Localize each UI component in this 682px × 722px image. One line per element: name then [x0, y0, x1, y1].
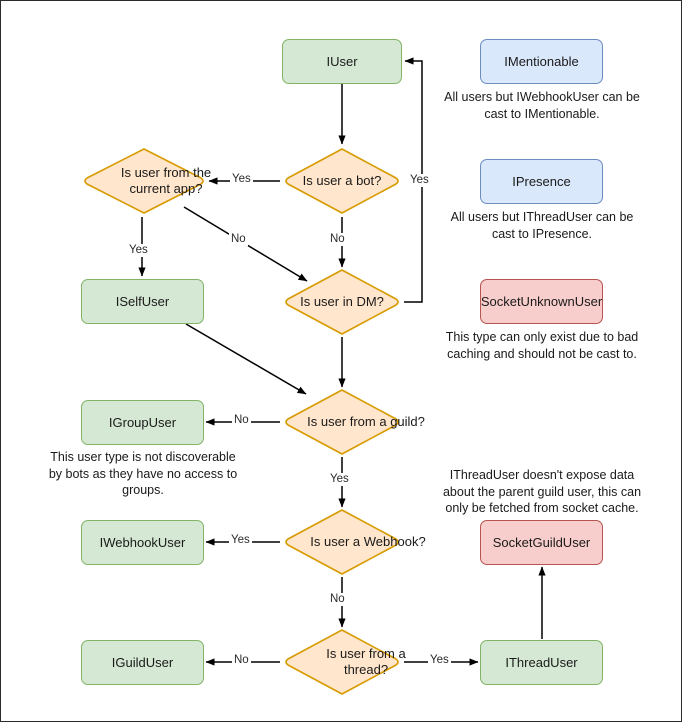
node-iguilduser[interactable]: IGuildUser	[81, 640, 204, 685]
node-imentionable[interactable]: IMentionable	[480, 39, 603, 84]
note-imentionable: All users but IWebhookUser can be cast t…	[444, 90, 640, 121]
edge-label-webhook-no: No	[328, 593, 347, 606]
edge-label-webhook-yes: Yes	[229, 534, 252, 547]
note-ipresence: All users but IThreadUser can be cast to…	[450, 210, 634, 241]
node-igroupuser[interactable]: IGroupUser	[81, 400, 204, 445]
node-ipresence-label: IPresence	[512, 173, 571, 189]
diamond-shape-is-user-a-bot	[285, 148, 399, 214]
node-iuser[interactable]: IUser	[282, 39, 402, 84]
node-ithreaduser[interactable]: IThreadUser	[480, 640, 603, 685]
node-is-user-in-dm[interactable]: Is user in DM?	[282, 267, 402, 337]
note-socketunknownuser: This type can only exist due to bad cach…	[445, 330, 639, 361]
node-is-user-from-guild[interactable]: Is user from a guild?	[282, 387, 425, 457]
note-socketguilduser: IThreadUser doesn't expose data about th…	[442, 468, 642, 516]
edge-label-thread-yes: Yes	[428, 654, 451, 667]
node-iwebhookuser[interactable]: IWebhookUser	[81, 520, 204, 565]
edge-iselfuser-to-isguild	[185, 323, 307, 395]
edge-label-currentapp-yes: Yes	[127, 244, 150, 257]
edge-label-thread-no: No	[232, 654, 251, 667]
diamond-shape-is-user-a-webhook	[285, 509, 399, 575]
diamond-shape-is-user-from-guild	[285, 389, 399, 455]
node-socketunknownuser[interactable]: SocketUnknownUser	[480, 279, 603, 324]
node-iselfuser-label: ISelfUser	[115, 293, 170, 309]
node-is-user-a-bot[interactable]: Is user a bot?	[282, 146, 402, 216]
node-igroupuser-label: IGroupUser	[108, 414, 177, 430]
edge-label-currentapp-no: No	[229, 233, 248, 246]
edge-label-dm-yes: Yes	[408, 174, 431, 187]
note-igroupuser: This user type is not discoverable by bo…	[48, 450, 238, 498]
node-imentionable-label: IMentionable	[504, 53, 579, 69]
node-iguilduser-label: IGuildUser	[111, 654, 174, 670]
node-socketguilduser[interactable]: SocketGuildUser	[480, 520, 603, 565]
node-iselfuser[interactable]: ISelfUser	[81, 279, 204, 324]
node-socketguilduser-label: SocketGuildUser	[492, 534, 591, 550]
edge-label-bot-yes: Yes	[230, 173, 253, 186]
node-ipresence[interactable]: IPresence	[480, 159, 603, 204]
diamond-shape-is-user-from-current-app	[84, 148, 204, 214]
edge-label-guild-no: No	[232, 414, 251, 427]
diamond-shape-is-user-in-dm	[285, 269, 399, 335]
node-is-user-from-thread[interactable]: Is user from a thread?	[282, 627, 406, 697]
node-is-user-a-webhook[interactable]: Is user a Webhook?	[282, 507, 426, 577]
diamond-shape-is-user-from-thread	[285, 629, 399, 695]
node-is-user-from-current-app[interactable]: Is user from the current app?	[81, 146, 211, 216]
edge-label-guild-yes: Yes	[328, 473, 351, 486]
node-socketunknownuser-label: SocketUnknownUser	[480, 293, 603, 309]
node-iwebhookuser-label: IWebhookUser	[99, 534, 186, 550]
node-ithreaduser-label: IThreadUser	[505, 654, 578, 670]
edge-label-bot-no: No	[328, 233, 347, 246]
node-iuser-label: IUser	[326, 53, 358, 69]
